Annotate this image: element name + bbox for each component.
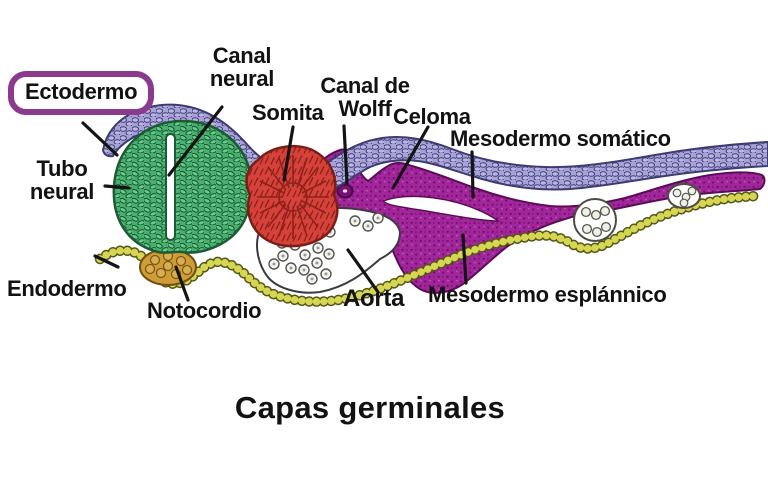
label-notocordio: Notocordio bbox=[147, 298, 262, 323]
pointer-mesodermo-esplannico bbox=[461, 233, 468, 285]
label-somita: Somita bbox=[252, 100, 324, 125]
pointer-somita bbox=[282, 125, 295, 182]
pointer-canal-de-wolff bbox=[342, 124, 349, 185]
vesicle-large bbox=[573, 198, 617, 242]
label-aorta: Aorta bbox=[343, 285, 405, 312]
label-mesodermo-somatico: Mesodermo somático bbox=[450, 126, 671, 151]
pointer-notocordio bbox=[174, 265, 190, 302]
pointer-ectodermo bbox=[81, 121, 119, 157]
notochord-shape bbox=[139, 248, 197, 286]
pointer-lines bbox=[81, 105, 475, 302]
label-celoma: Celoma bbox=[393, 104, 471, 129]
coelom-cavity bbox=[381, 195, 501, 222]
label-ectodermo-highlighted: Ectodermo bbox=[8, 71, 155, 115]
label-canal-de-wolff: Canal de Wolff bbox=[320, 73, 410, 122]
pointer-mesodermo-somatico bbox=[470, 150, 475, 199]
label-endodermo: Endodermo bbox=[7, 276, 127, 301]
label-tubo-neural: Tubo neural bbox=[29, 156, 95, 205]
somite-shape bbox=[245, 145, 339, 248]
figure-title: Capas germinales bbox=[234, 390, 506, 425]
vesicle-small bbox=[667, 183, 701, 209]
label-mesodermo-esplannico: Mesodermo esplánnico bbox=[428, 282, 667, 307]
pointer-endodermo bbox=[93, 254, 120, 269]
neural-canal-slit bbox=[165, 133, 176, 241]
label-canal-neural: Canal neural bbox=[209, 43, 275, 92]
pointer-celoma bbox=[391, 125, 430, 190]
neural-tube-shape bbox=[112, 119, 253, 254]
pointer-canal-neural bbox=[167, 105, 224, 177]
pointer-tubo-neural bbox=[103, 184, 131, 190]
pointer-aorta bbox=[346, 248, 380, 294]
